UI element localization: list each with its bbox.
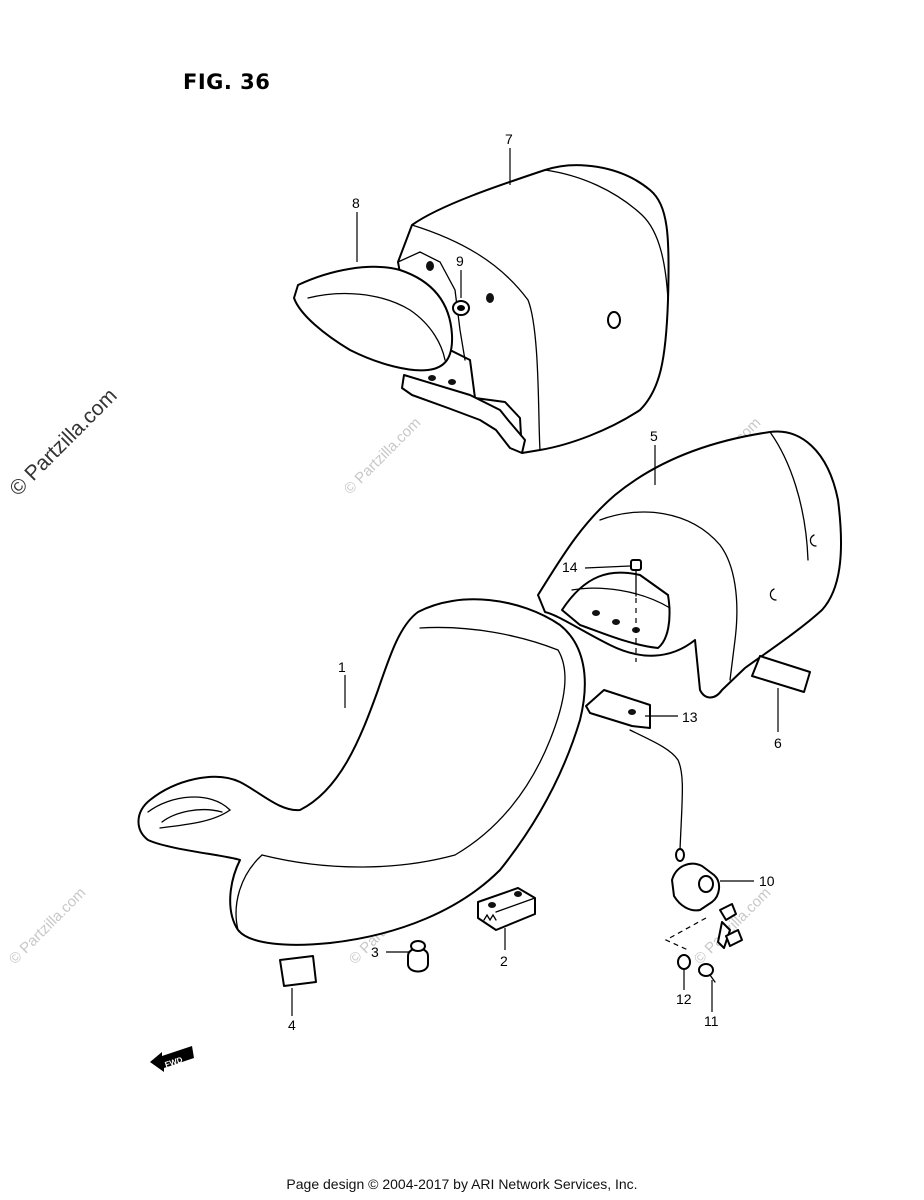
seat-lock-part-10: [671, 862, 743, 949]
callout-14: 14: [562, 559, 578, 575]
watermark: © Partzilla.com: [341, 414, 424, 497]
watermark-main: © Partzilla.com: [5, 384, 121, 500]
grommet-part-9: [452, 300, 470, 316]
callout-5: 5: [650, 428, 658, 444]
rear-seat-part-5: [537, 430, 843, 699]
figure-title: FIG. 36: [183, 70, 271, 94]
callout-9: 9: [456, 253, 464, 269]
leader-lines: [291, 148, 779, 1016]
callout-11: 11: [704, 1013, 719, 1029]
damper-block-part-2: [477, 887, 536, 931]
callout-8: 8: [352, 195, 360, 211]
pad-part-4: [279, 955, 317, 987]
callout-10: 10: [759, 873, 775, 889]
callout-13: 13: [682, 709, 698, 725]
main-seat-part-1: [137, 598, 586, 946]
fwd-arrow-icon: FWD: [150, 1046, 194, 1072]
seat-cowl-part-7: [397, 164, 670, 454]
callout-4: 4: [288, 1017, 296, 1033]
callout-7: 7: [505, 131, 513, 147]
washer-part-12: [677, 954, 691, 970]
watermark: © Partzilla.com: [6, 884, 89, 967]
screw-part-11: [698, 963, 716, 983]
strap-part-6: [751, 655, 811, 693]
callout-1: 1: [338, 659, 346, 675]
pillion-pad-part-8: [293, 265, 454, 372]
cushion-part-3: [407, 940, 429, 973]
callout-3: 3: [371, 944, 379, 960]
bolt-part-14: [630, 559, 642, 662]
latch-plate-part-13: [585, 689, 685, 862]
callout-6: 6: [774, 735, 782, 751]
callout-12: 12: [676, 991, 692, 1007]
page-footer: Page design © 2004-2017 by ARI Network S…: [286, 1176, 638, 1192]
callouts: 1 2 3 4 5 6 7 8 9 10 11 12 13 14: [288, 131, 782, 1033]
callout-2: 2: [500, 953, 508, 969]
